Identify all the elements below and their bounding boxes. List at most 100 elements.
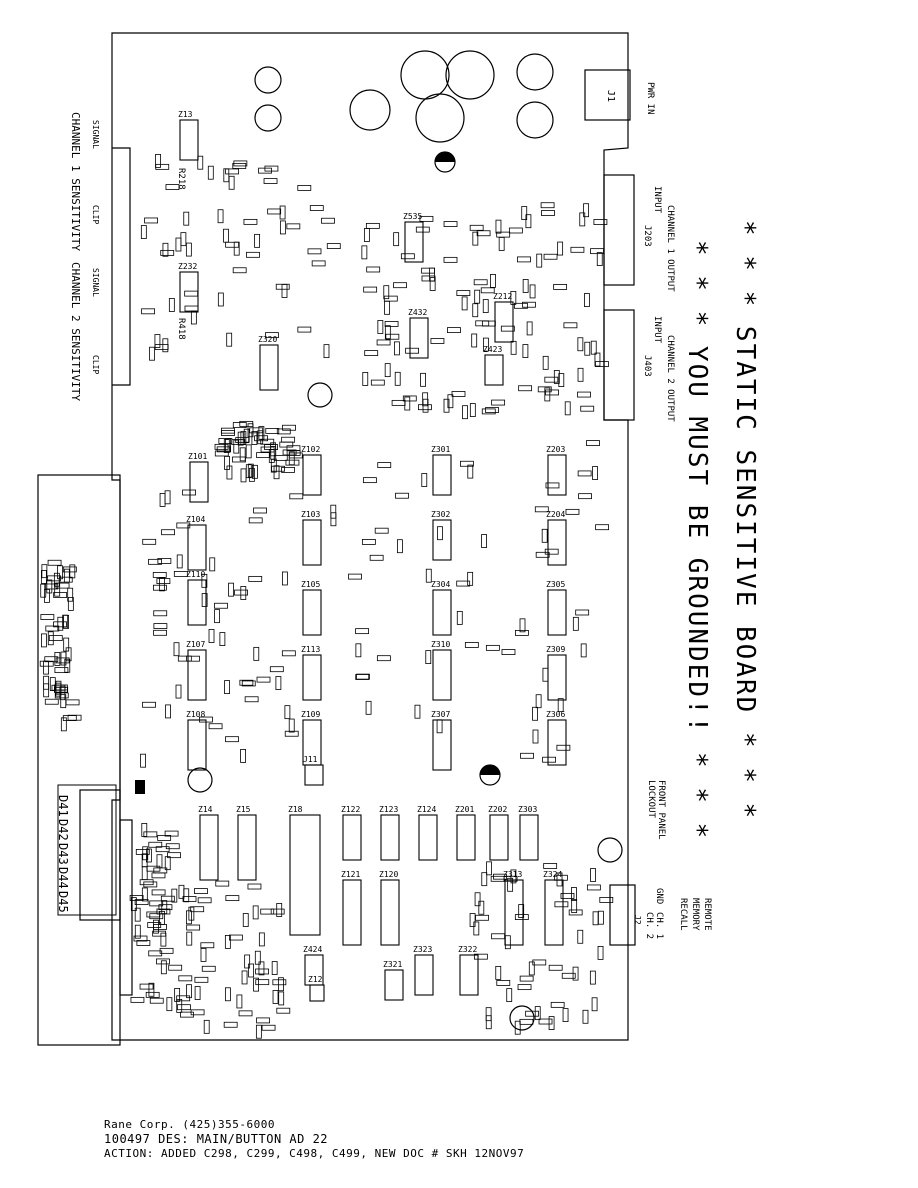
smd-component: [326, 243, 341, 249]
smd-component: [571, 899, 578, 913]
smd-component: [481, 872, 488, 887]
smd-component: [469, 224, 484, 231]
ic-label: Z18: [288, 805, 303, 814]
smd-component: [155, 154, 161, 168]
smd-component: [154, 344, 169, 350]
smd-component: [248, 575, 263, 582]
smd-component: [129, 895, 144, 901]
smd-component: [175, 237, 182, 252]
smd-component: [281, 466, 295, 473]
smd-component: [256, 1017, 270, 1024]
smd-component: [545, 482, 560, 489]
smd-component: [281, 436, 296, 443]
ic-label: Z123: [379, 805, 398, 814]
smd-component: [598, 910, 604, 925]
ic-package: [302, 519, 322, 566]
smd-component: [44, 588, 50, 603]
smd-component: [395, 492, 409, 499]
ic-package: [187, 719, 207, 771]
smd-component: [183, 211, 190, 226]
smd-component: [65, 699, 80, 706]
smd-component: [226, 332, 233, 347]
smd-component: [182, 489, 196, 496]
smd-component: [594, 352, 601, 367]
digit-d41: D41: [56, 795, 70, 817]
smd-component: [595, 361, 609, 367]
smd-component: [53, 621, 67, 628]
smd-component: [506, 988, 513, 1003]
smd-component: [197, 155, 204, 170]
footer-doc: 100497 DES: MAIN/BUTTON AD 22: [104, 1132, 329, 1146]
smd-component: [203, 1019, 210, 1034]
smd-component: [141, 823, 148, 837]
ic-label: Z120: [379, 870, 398, 879]
smd-component: [532, 729, 539, 744]
smd-component: [161, 529, 175, 536]
smd-component: [160, 895, 175, 902]
recall-label: RECALL: [678, 898, 688, 931]
smd-component: [166, 997, 173, 1012]
smd-component: [541, 210, 555, 216]
smd-component: [214, 450, 229, 457]
smd-component: [538, 1018, 553, 1025]
ic-package: [547, 654, 567, 701]
smd-component: [133, 935, 148, 942]
smd-component: [209, 557, 216, 572]
smd-component: [572, 616, 579, 631]
digit-d43: D43: [56, 843, 70, 865]
smd-component: [495, 219, 502, 234]
smd-component: [247, 883, 262, 890]
smd-component: [53, 592, 68, 598]
smd-component: [276, 1007, 291, 1014]
smd-component: [217, 292, 224, 307]
smd-component: [278, 991, 285, 1006]
smd-component: [545, 389, 559, 396]
smd-component: [156, 578, 171, 584]
smd-component: [405, 347, 419, 354]
smd-component: [221, 430, 235, 436]
smd-component: [281, 571, 288, 586]
ic-label: J11: [303, 755, 318, 764]
ic-package: [404, 221, 424, 263]
smd-component: [498, 237, 505, 251]
smd-component: [586, 884, 601, 891]
smd-component: [40, 570, 47, 584]
smd-component: [363, 228, 370, 242]
smd-component: [476, 230, 491, 237]
smd-component: [168, 298, 175, 312]
smd-component: [577, 470, 592, 477]
smd-component: [177, 1004, 191, 1011]
ch2-sensitivity-label: CHANNEL 2 SENSITIVITY: [69, 262, 82, 402]
smd-component: [173, 571, 188, 577]
smd-component: [200, 942, 215, 949]
smd-component: [425, 568, 432, 583]
ic-package: [494, 301, 514, 343]
smd-component: [201, 593, 208, 607]
smd-component: [151, 889, 166, 896]
smd-component: [252, 905, 259, 920]
ch1-label: CH. 1: [654, 912, 664, 940]
smd-component: [245, 444, 252, 459]
smd-component: [63, 568, 70, 583]
smd-component: [165, 704, 171, 719]
smd-component: [485, 1015, 492, 1030]
smd-component: [459, 460, 474, 467]
smd-component: [535, 551, 550, 558]
j403-label: J403: [642, 355, 652, 377]
smd-component: [281, 284, 288, 298]
ic-package: [459, 954, 479, 996]
smd-component: [178, 975, 193, 982]
smd-component: [255, 979, 270, 986]
smd-component: [43, 683, 50, 698]
smd-component: [285, 459, 300, 466]
smd-component: [199, 716, 213, 723]
smd-component: [236, 994, 243, 1009]
smd-component: [496, 231, 511, 238]
smd-component: [200, 948, 207, 962]
ic-label: Z103: [301, 510, 320, 519]
smd-component: [271, 465, 285, 472]
smd-component: [257, 430, 264, 445]
ic-label: Z301: [431, 445, 450, 454]
smd-component: [182, 896, 197, 902]
smd-component: [214, 609, 220, 624]
